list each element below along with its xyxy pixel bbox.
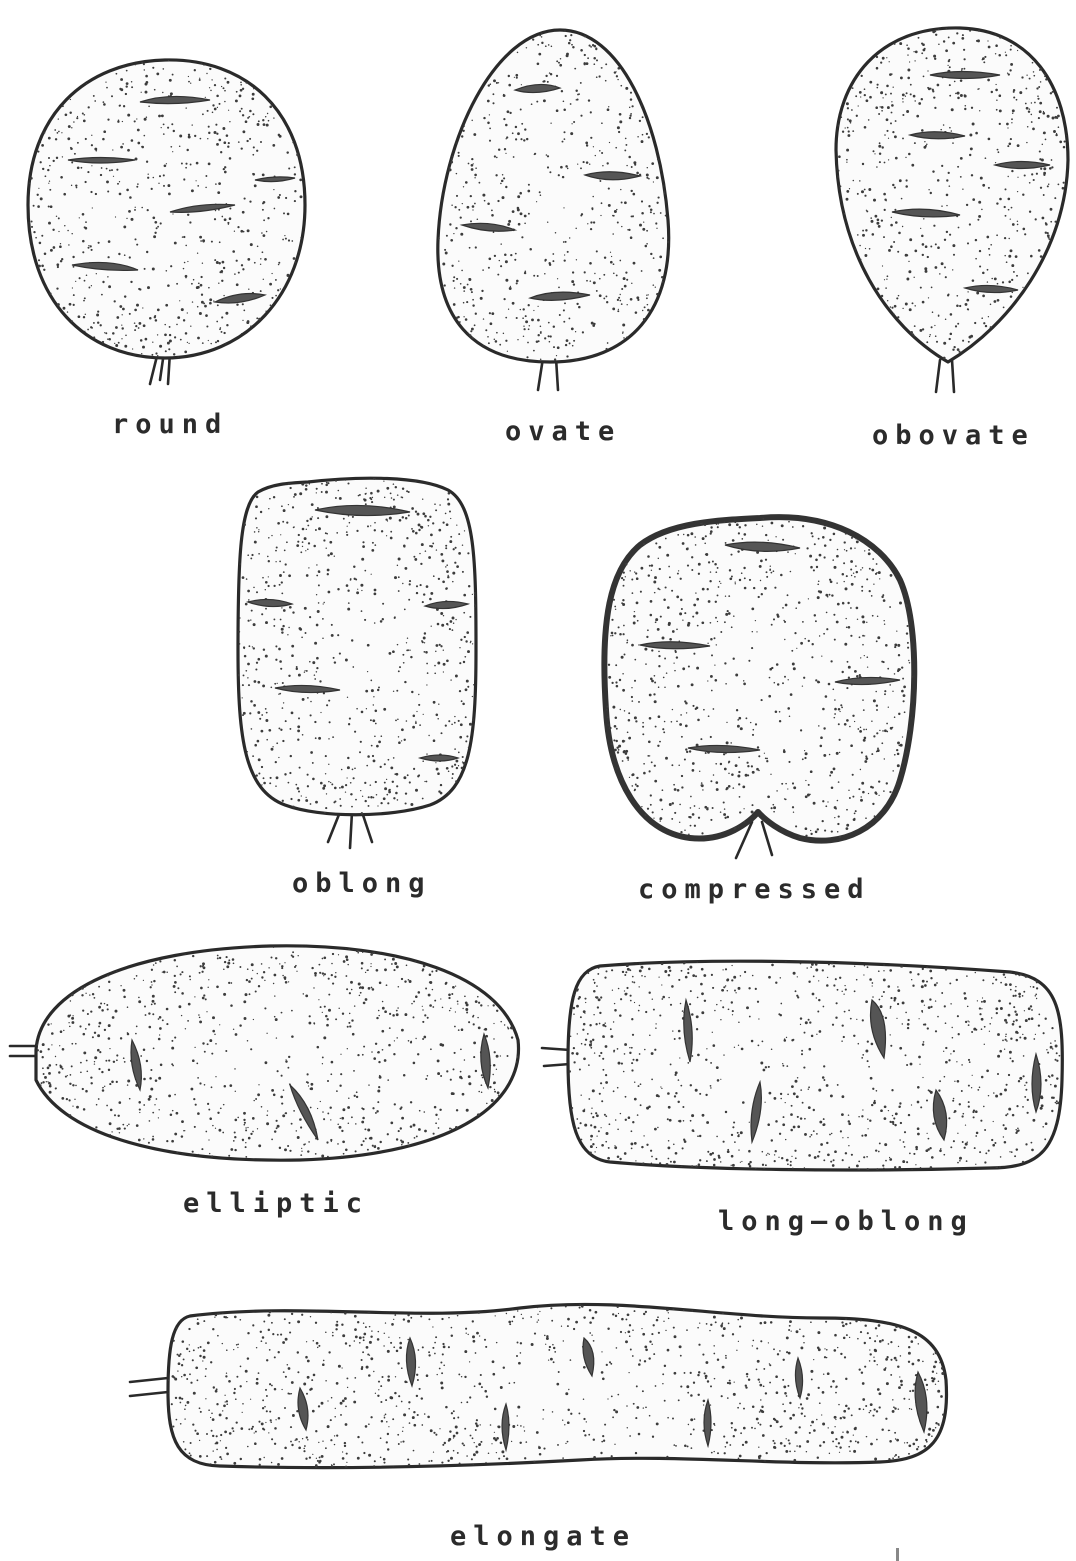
tuber-oblong-outline (238, 478, 476, 815)
tuber-oblong (237, 477, 477, 848)
tuber-round (27, 59, 305, 384)
label-oblong: oblong (292, 868, 432, 899)
tuber-long-oblong (542, 959, 1065, 1171)
tuber-ovate (437, 29, 671, 390)
label-round: round (112, 409, 228, 440)
tuber-compressed (604, 514, 918, 858)
tuber-elongate-outline (168, 1304, 946, 1467)
tuber-long-oblong-outline (568, 961, 1062, 1170)
label-obovate: obovate (872, 420, 1035, 451)
label-compressed: compressed (638, 874, 871, 905)
label-elliptic: elliptic (183, 1188, 369, 1219)
label-ovate: ovate (505, 416, 621, 447)
tuber-elliptic (10, 944, 521, 1161)
tuber-ovate-outline (438, 30, 669, 362)
tuber-obovate (835, 27, 1069, 392)
label-long-oblong: long–oblong (718, 1206, 974, 1237)
label-elongate: elongate (450, 1521, 636, 1552)
tuber-elongate (130, 1299, 949, 1469)
tuber-round-outline (28, 60, 305, 358)
paper-mark (896, 1548, 899, 1561)
